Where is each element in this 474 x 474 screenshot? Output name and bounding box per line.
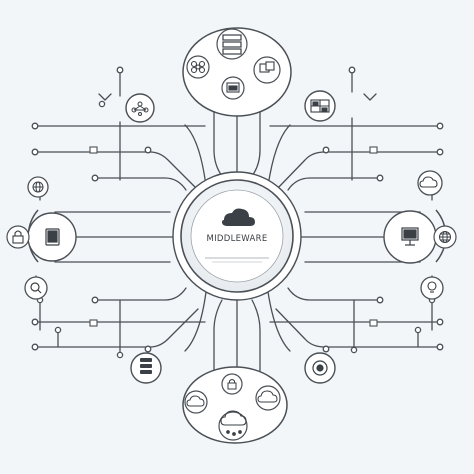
panel-icon [310, 99, 330, 113]
flower-icon [190, 60, 206, 74]
computer-icon [401, 227, 419, 246]
tablet-icon [45, 228, 60, 246]
middleware-hub[interactable] [172, 171, 302, 301]
cloud-icon [186, 395, 205, 407]
bulb-node[interactable] [420, 276, 444, 300]
globe-icon [32, 181, 44, 193]
top-cluster[interactable] [182, 27, 292, 117]
globe-icon [439, 231, 451, 243]
network-icon [131, 101, 149, 116]
bulb-icon [427, 281, 437, 293]
lock-icon [227, 379, 237, 390]
bottom-cluster[interactable] [182, 366, 288, 444]
search-icon [30, 282, 42, 294]
cloud-icon [257, 390, 278, 403]
search-node[interactable] [24, 276, 48, 300]
chat-screen-icon [259, 61, 275, 73]
network-node[interactable] [125, 93, 155, 123]
lock-icon [12, 230, 24, 244]
cloud-node[interactable] [417, 170, 443, 196]
database-icon [140, 358, 152, 374]
middleware-label: MIDDLEWARE [206, 234, 268, 244]
server-rack-icon [222, 34, 242, 55]
cloud-icon [419, 176, 438, 188]
cloud-icon [222, 208, 255, 226]
target-icon [312, 360, 328, 376]
screen-stack-icon [226, 82, 240, 93]
bus-markers [89, 146, 378, 327]
rain-cloud-icon [220, 410, 247, 436]
